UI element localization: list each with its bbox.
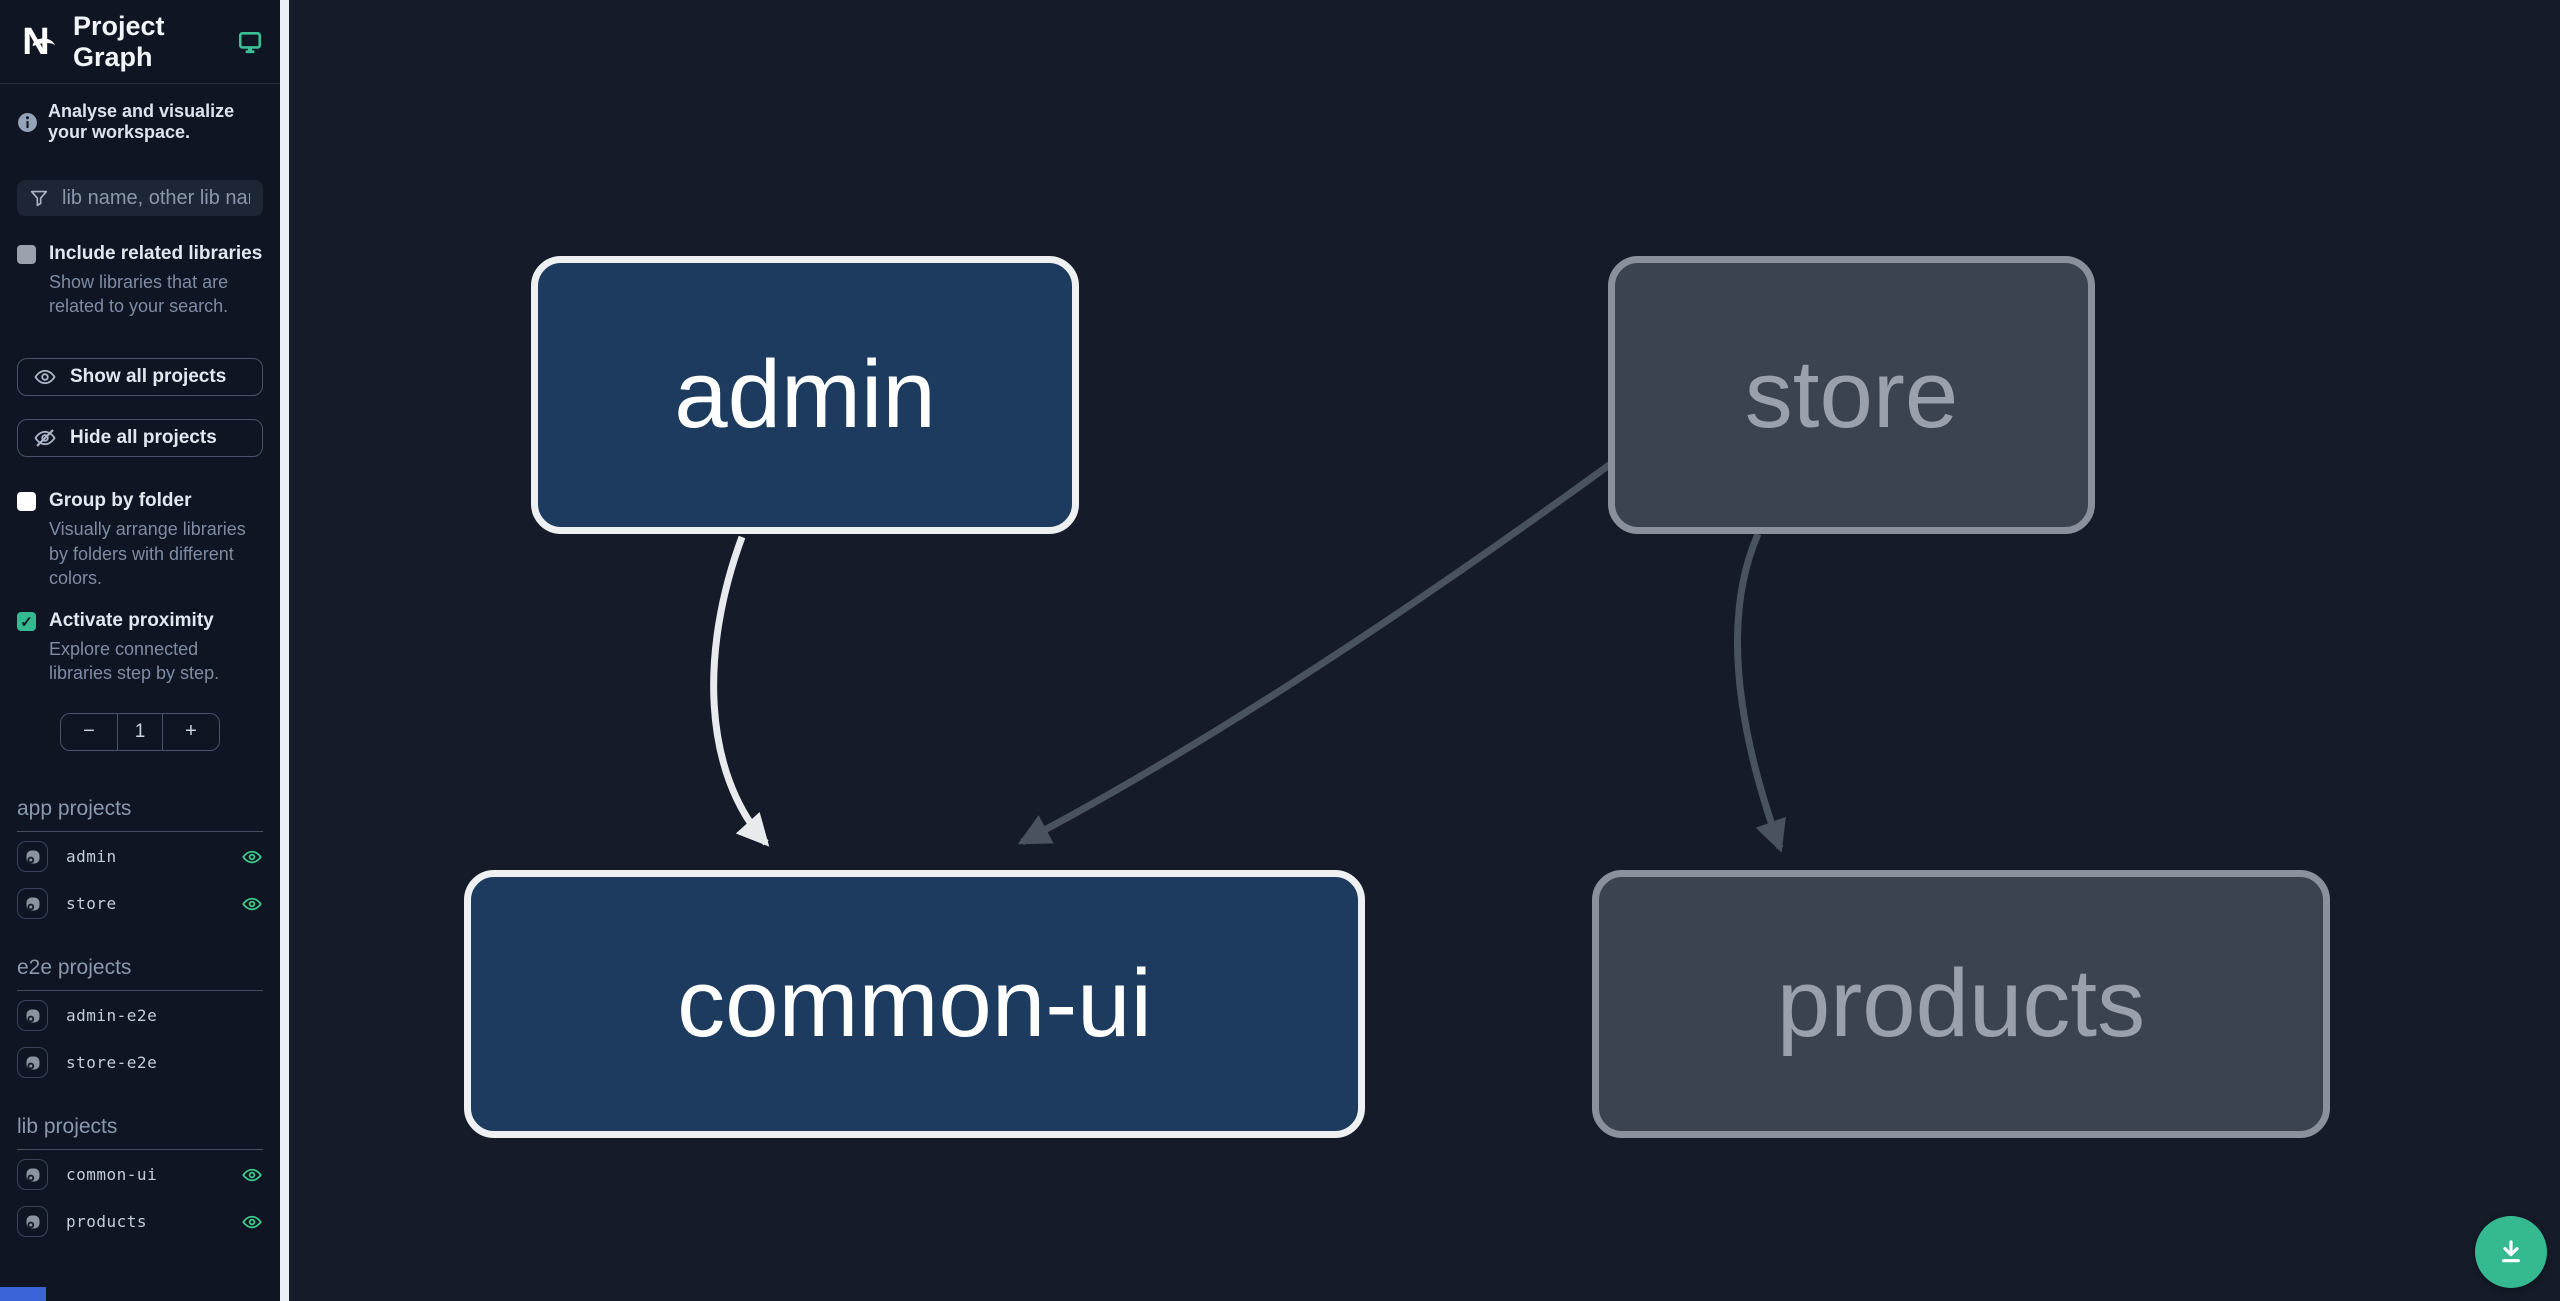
- project-row-admin-e2e[interactable]: admin-e2e: [17, 994, 263, 1038]
- group-by-folder-label: Group by folder: [49, 490, 192, 512]
- focus-project-button[interactable]: [17, 888, 48, 920]
- tagline-text: Analyse and visualize your workspace.: [48, 101, 235, 142]
- activate-proximity-desc: Explore connected libraries step by step…: [49, 639, 220, 684]
- project-name: products: [66, 1212, 148, 1232]
- focus-project-icon: [26, 1056, 39, 1070]
- node-label: admin: [674, 341, 936, 448]
- eye-icon: [33, 365, 57, 389]
- edge-store-to-products[interactable]: [1734, 532, 1786, 853]
- nx-logo[interactable]: N: [17, 20, 57, 63]
- sidebar: N Project Graph Analyse and visualize yo…: [0, 0, 280, 1301]
- section-lib-projects: lib projects common-ui: [17, 1115, 263, 1244]
- hide-all-projects-label: Hide all projects: [70, 427, 217, 449]
- project-name: common-ui: [66, 1165, 158, 1185]
- activate-proximity-checkbox[interactable]: ✓: [17, 612, 36, 632]
- project-row-admin[interactable]: admin: [17, 835, 263, 879]
- download-icon: [2502, 1240, 2520, 1263]
- info-icon: [17, 112, 38, 133]
- search-input[interactable]: [60, 185, 252, 211]
- section-app-projects: app projects admin: [17, 797, 263, 926]
- activate-proximity-row: ✓ Activate proximity Explore connected l…: [17, 610, 263, 685]
- section-title: app projects: [17, 797, 263, 832]
- include-related-desc: Show libraries that are related to your …: [49, 271, 229, 317]
- node-label: products: [1776, 950, 2146, 1057]
- focus-project-button[interactable]: [17, 1047, 48, 1079]
- proximity-increment-button[interactable]: +: [163, 714, 219, 750]
- project-row-store[interactable]: store: [17, 882, 263, 926]
- page-title: Project Graph: [72, 10, 165, 72]
- eye-off-icon: [33, 426, 57, 450]
- section-e2e-projects: e2e projects admin-e2e store-e2e: [17, 956, 263, 1085]
- focus-project-icon: [26, 1215, 39, 1229]
- check-icon: ✓: [20, 613, 33, 631]
- node-label: store: [1744, 341, 1959, 448]
- tagline: Analyse and visualize your workspace.: [17, 101, 263, 143]
- edge-store-to-common-ui[interactable]: [1017, 460, 1615, 846]
- nx-logo-letter: N: [22, 20, 49, 63]
- show-all-projects-button[interactable]: Show all projects: [17, 358, 263, 397]
- toggle-visibility-eye-icon[interactable]: [241, 846, 263, 868]
- proximity-stepper: − 1 +: [60, 712, 220, 751]
- focus-project-icon: [26, 897, 39, 911]
- search-box: [17, 180, 263, 216]
- node-admin[interactable]: admin: [531, 256, 1079, 534]
- project-name: admin: [66, 847, 117, 867]
- include-related-label: Include related libraries: [49, 243, 263, 264]
- group-by-folder-row: Group by folder Visually arrange librari…: [17, 490, 263, 590]
- project-row-store-e2e[interactable]: store-e2e: [17, 1041, 263, 1085]
- toggle-visibility-eye-icon[interactable]: [241, 1211, 263, 1233]
- node-store[interactable]: store: [1608, 256, 2095, 534]
- focus-project-icon: [26, 1009, 39, 1023]
- monitor-icon[interactable]: [237, 29, 263, 55]
- horizontal-scrollbar-thumb[interactable]: [0, 1287, 46, 1301]
- show-all-projects-label: Show all projects: [70, 366, 227, 388]
- project-row-products[interactable]: products: [17, 1200, 263, 1244]
- group-by-folder-desc: Visually arrange libraries by folders wi…: [49, 519, 246, 588]
- include-related-row: Include related libraries Show libraries…: [17, 243, 263, 318]
- focus-project-button[interactable]: [17, 841, 48, 873]
- hide-all-projects-button[interactable]: Hide all projects: [17, 419, 263, 458]
- focus-project-button[interactable]: [17, 1206, 48, 1238]
- proximity-decrement-button[interactable]: −: [61, 714, 117, 750]
- node-products[interactable]: products: [1592, 870, 2330, 1138]
- focus-project-button[interactable]: [17, 1159, 48, 1191]
- include-related-checkbox[interactable]: [17, 245, 36, 264]
- proximity-value: 1: [117, 713, 163, 750]
- focus-project-icon: [26, 1168, 39, 1182]
- project-name: admin-e2e: [66, 1006, 158, 1026]
- toggle-visibility-eye-icon[interactable]: [241, 893, 263, 915]
- sidebar-divider: [280, 0, 289, 1301]
- node-label: common-ui: [677, 950, 1152, 1057]
- focus-project-icon: [26, 850, 39, 864]
- node-common-ui[interactable]: common-ui: [464, 870, 1365, 1138]
- edge-admin-to-common-ui[interactable]: [710, 535, 770, 847]
- project-row-common-ui[interactable]: common-ui: [17, 1153, 263, 1197]
- activate-proximity-label: Activate proximity: [49, 610, 214, 632]
- app-header: N Project Graph: [0, 0, 280, 84]
- section-title: lib projects: [17, 1115, 263, 1150]
- group-by-folder-checkbox[interactable]: [17, 492, 36, 512]
- section-title: e2e projects: [17, 956, 263, 991]
- focus-project-button[interactable]: [17, 1000, 48, 1032]
- filter-funnel-icon: [28, 187, 50, 209]
- download-button[interactable]: [2475, 1216, 2547, 1288]
- toggle-visibility-eye-icon[interactable]: [241, 1164, 263, 1186]
- project-name: store-e2e: [66, 1053, 158, 1073]
- project-name: store: [66, 894, 117, 914]
